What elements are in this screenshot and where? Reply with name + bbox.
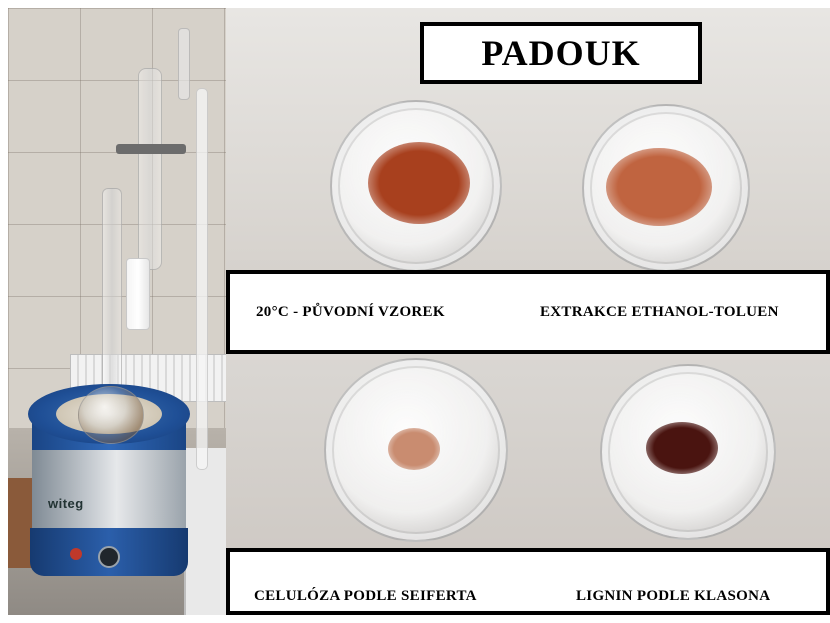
soxhlet-extractor — [102, 188, 122, 395]
label-lignin: LIGNIN PODLE KLASONA — [576, 588, 771, 604]
round-bottom-flask — [78, 386, 144, 444]
sample-pile-cellulose — [388, 428, 440, 470]
reflux-condenser — [138, 68, 162, 270]
power-switch — [70, 548, 82, 560]
witeg-logo: witeg — [48, 496, 84, 511]
title-box: PADOUK — [420, 22, 702, 84]
lab-apparatus-photo: witeg — [8, 8, 226, 615]
label-cellulose: CELULÓZA PODLE SEIFERTA — [254, 588, 477, 604]
label-band-bottom: CELULÓZA PODLE SEIFERTA LIGNIN PODLE KLA… — [226, 548, 830, 615]
page-title: PADOUK — [481, 33, 641, 73]
label-original-sample: 20°C - PŮVODNÍ VZOREK — [256, 304, 445, 320]
retort-clamp — [116, 144, 186, 154]
extraction-thimble — [126, 258, 150, 330]
sample-composite: PADOUK 20°C - PŮVODNÍ VZOREK EXTRAKCE ET… — [226, 8, 830, 615]
temperature-knob — [98, 546, 120, 568]
label-band-top: 20°C - PŮVODNÍ VZOREK EXTRAKCE ETHANOL-T… — [226, 270, 830, 354]
lab-cabinet — [184, 448, 226, 615]
sample-pile-lignin — [646, 422, 718, 474]
water-tube — [196, 88, 208, 470]
sample-pile-extraction — [606, 148, 712, 226]
condenser-outlet — [178, 28, 190, 100]
sample-pile-original — [368, 142, 470, 224]
label-extraction: EXTRAKCE ETHANOL-TOLUEN — [540, 304, 779, 320]
